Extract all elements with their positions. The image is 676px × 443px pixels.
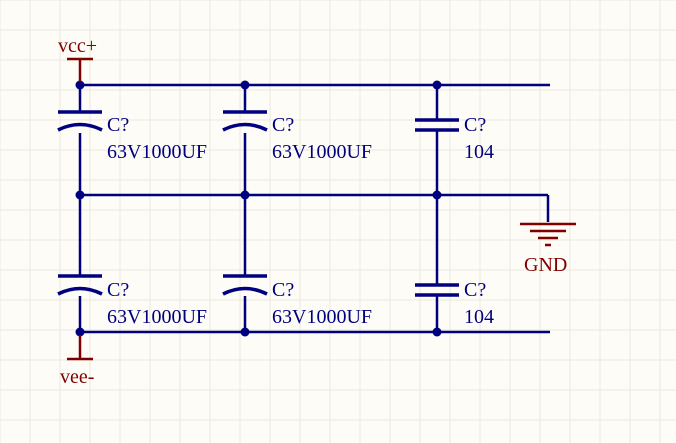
junction-dot <box>240 327 250 337</box>
junction-dot <box>75 327 85 337</box>
cap-c3-symbol <box>415 118 459 132</box>
cap-c4-designator: C? <box>107 279 130 301</box>
junction-dot <box>240 190 250 200</box>
vee-label: vee- <box>60 366 95 388</box>
vcc-power-port <box>67 57 93 82</box>
cap-c1-designator: C? <box>107 114 130 136</box>
cap-c4-value: 63V1000UF <box>107 306 208 328</box>
cap-c4-symbol <box>57 274 103 296</box>
cap-c5-symbol <box>222 274 268 296</box>
junction-dot <box>432 190 442 200</box>
gnd-label: GND <box>524 254 568 276</box>
cap-c1-symbol <box>57 110 103 132</box>
cap-c6-value: 104 <box>464 306 494 328</box>
cap-c2-designator: C? <box>272 114 295 136</box>
cap-c6-designator: C? <box>464 279 487 301</box>
vcc-label: vcc+ <box>58 35 98 57</box>
gnd-symbol-icon <box>520 222 576 247</box>
cap-c3-designator: C? <box>464 114 487 136</box>
junction-dot <box>432 80 442 90</box>
cap-c2-symbol <box>222 110 268 132</box>
junctions <box>75 80 442 337</box>
junction-dot <box>432 327 442 337</box>
vee-power-port <box>67 335 93 361</box>
cap-c5-value: 63V1000UF <box>272 306 373 328</box>
cap-c3-value: 104 <box>464 141 494 163</box>
cap-c6-symbol <box>415 283 459 297</box>
junction-dot <box>240 80 250 90</box>
cap-c5-designator: C? <box>272 279 295 301</box>
capacitor-symbols <box>57 110 459 297</box>
junction-dot <box>75 80 85 90</box>
junction-dot <box>75 190 85 200</box>
cap-c2-value: 63V1000UF <box>272 141 373 163</box>
wires <box>78 83 550 334</box>
cap-c1-value: 63V1000UF <box>107 141 208 163</box>
